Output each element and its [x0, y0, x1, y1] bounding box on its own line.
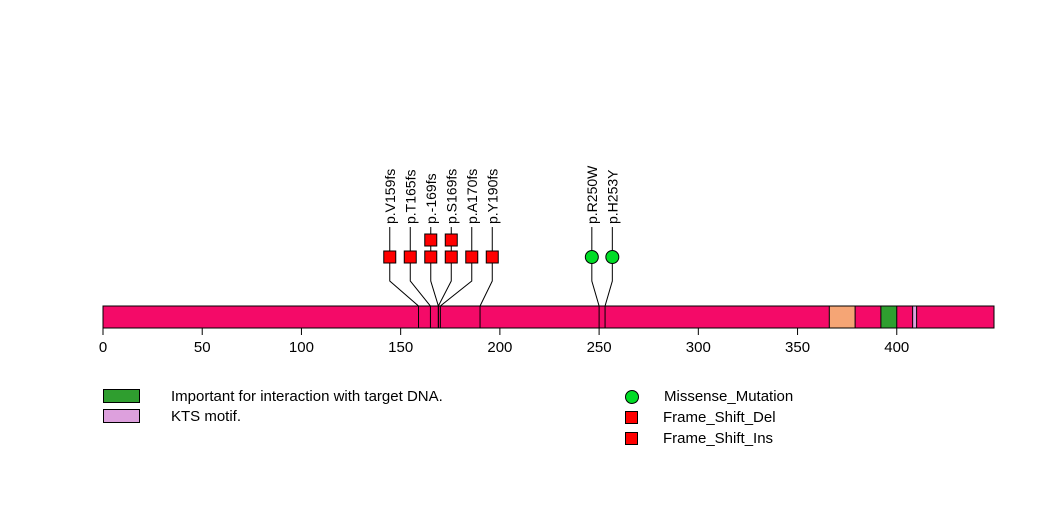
mutation-label: p.H253Y: [604, 169, 620, 224]
frameshift-marker-icon: [625, 411, 638, 424]
mutation-marker-square: [444, 233, 458, 247]
axis-tick-label: 350: [785, 339, 810, 356]
legend-row: Important for interaction with target DN…: [103, 386, 443, 406]
mutation-marker-square: [424, 233, 438, 247]
mutation-marker-square: [465, 250, 479, 264]
axis-tick-label: 100: [289, 339, 314, 356]
mutation-label: p.T165fs: [402, 170, 418, 224]
legend-row: Missense_Mutation: [625, 386, 793, 407]
axis-tick-label: 150: [388, 339, 413, 356]
mutation-marker-circle: [605, 250, 620, 264]
domain-block: [880, 305, 898, 329]
domain-swatch: [103, 389, 140, 403]
legend-row: Frame_Shift_Ins: [625, 428, 793, 449]
domain-swatch: [103, 409, 140, 423]
protein-bar: [102, 305, 995, 329]
legend-label: Important for interaction with target DN…: [171, 387, 443, 405]
mutation-label: p.A170fs: [464, 169, 480, 224]
mutation-marker-square: [485, 250, 499, 264]
mutation-marker-square: [444, 250, 458, 264]
frameshift-marker-icon: [625, 432, 638, 445]
mutation-marker-circle: [584, 250, 599, 264]
legend-label: Frame_Shift_Ins: [663, 430, 774, 447]
axis-tick-label: 50: [194, 339, 211, 356]
axis-tick-label: 0: [99, 339, 107, 356]
axis-tick-label: 250: [587, 339, 612, 356]
legend-label: Missense_Mutation: [664, 388, 794, 405]
mutation-marker-square: [383, 250, 397, 264]
legend-label: KTS motif.: [171, 407, 242, 425]
mutation-label: p.V159fs: [382, 169, 398, 224]
mutation-marker-square: [424, 250, 438, 264]
domain-block: [912, 305, 918, 329]
axis-tick-label: 300: [686, 339, 711, 356]
legend-label: Frame_Shift_Del: [663, 409, 776, 426]
mutation-label: p.R250W: [584, 165, 600, 224]
axis-tick-label: 400: [884, 339, 909, 356]
legend-row: Frame_Shift_Del: [625, 407, 793, 428]
domain-block: [828, 305, 856, 329]
mutation-label: p.Y190fs: [484, 169, 500, 224]
mutation-marker-square: [403, 250, 417, 264]
missense-marker-icon: [625, 389, 639, 404]
legend-row: KTS motif.: [103, 406, 443, 426]
mutation-label: p.-169fs: [423, 173, 439, 224]
axis-tick-label: 200: [487, 339, 512, 356]
mutation-label: p.S169fs: [443, 169, 459, 224]
domain-legend: Important for interaction with target DN…: [103, 386, 443, 426]
